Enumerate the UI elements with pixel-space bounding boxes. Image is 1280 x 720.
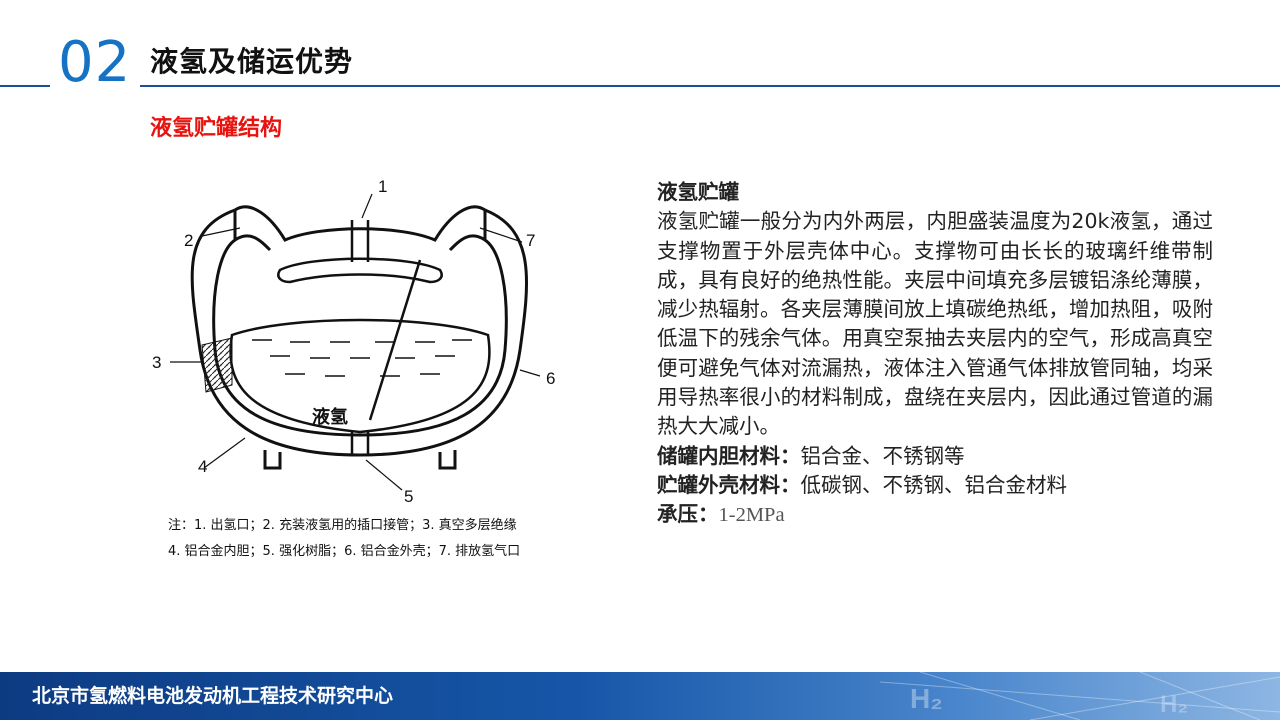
callout-7: 7	[526, 231, 535, 250]
callout-5: 5	[404, 487, 413, 506]
property-row: 承压：1-2MPa	[657, 500, 1213, 530]
h2-watermark: H₂	[910, 683, 943, 714]
callout-6: 6	[546, 369, 555, 388]
h2-watermark: H₂	[1160, 691, 1188, 718]
header-rule-left	[0, 85, 50, 87]
liquid-hydrogen-label: 液氢	[312, 406, 348, 427]
header-rule-right	[140, 85, 1280, 87]
property-row: 储罐内胆材料：铝合金、不锈钢等	[657, 442, 1213, 471]
property-value: 低碳钢、不锈钢、铝合金材料	[800, 472, 1068, 497]
outer-shell	[190, 205, 529, 457]
diagram-notes: 注：1. 出氢口；2. 充装液氢用的插口接管；3. 真空多层绝缘 4. 铝合金内…	[168, 513, 608, 565]
description-block: 液氢贮罐 液氢贮罐一般分为内外两层，内胆盛装温度为20k液氢，通过支撑物置于外层…	[657, 178, 1213, 531]
callout-2: 2	[184, 231, 193, 250]
inner-vessel	[229, 220, 491, 455]
tank-diagram: 1 2 3 4 5 6 7 液氢	[140, 170, 580, 510]
footer-decoration: H₂ H₂	[880, 672, 1280, 720]
insulation-block	[201, 337, 233, 393]
footer-bar: H₂ H₂ 北京市氢燃料电池发动机工程技术研究中心	[0, 672, 1280, 720]
property-label: 储罐内胆材料：	[657, 443, 801, 468]
property-row: 贮罐外壳材料：低碳钢、不锈钢、铝合金材料	[657, 471, 1213, 500]
property-label: 承压：	[657, 502, 719, 527]
page-title: 液氢及储运优势	[150, 45, 354, 78]
liquid-level	[252, 339, 472, 377]
section-number: 02	[58, 30, 132, 95]
property-value: 铝合金、不锈钢等	[800, 443, 965, 468]
callout-leaders	[170, 193, 541, 491]
diagram-note-line: 4. 铝合金内胆；5. 强化树脂；6. 铝合金外壳；7. 排放氢气口	[168, 544, 521, 559]
footer-organization: 北京市氢燃料电池发动机工程技术研究中心	[32, 685, 394, 707]
diagram-note-line: 注：1. 出氢口；2. 充装液氢用的插口接管；3. 真空多层绝缘	[168, 518, 517, 533]
callout-4: 4	[198, 457, 207, 476]
tank-feet	[263, 450, 457, 470]
description-heading: 液氢贮罐	[657, 180, 739, 204]
property-value: 1-2MPa	[718, 504, 785, 527]
property-label: 贮罐外壳材料：	[657, 472, 801, 497]
tank-diagram-svg: 1 2 3 4 5 6 7 液氢	[152, 177, 555, 506]
callout-1: 1	[378, 177, 387, 196]
description-paragraph: 液氢贮罐一般分为内外两层，内胆盛装温度为20k液氢，通过支撑物置于外层壳体中心。…	[657, 209, 1213, 439]
section-subtitle: 液氢贮罐结构	[150, 116, 283, 141]
callout-3: 3	[152, 353, 161, 372]
